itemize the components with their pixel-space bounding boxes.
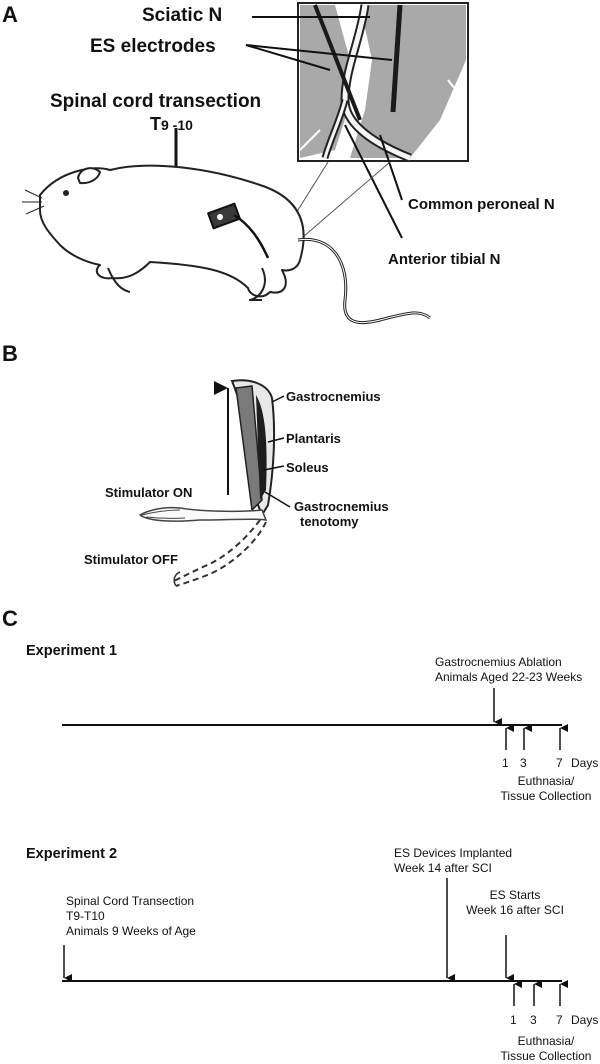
gastrocnemius-label: Gastrocnemius (286, 389, 381, 404)
nerve-inset (297, 2, 469, 163)
panel-c-graphics (62, 688, 568, 1006)
experiment-2-title: Experiment 2 (26, 846, 118, 862)
panel-a-letter: A (2, 2, 18, 27)
exp2-implant-note: ES Devices Implanted Week 14 after SCI (394, 846, 513, 875)
exp2-days-label: Days (571, 1013, 599, 1027)
exp2-transection-note: Spinal Cord Transection T9-T10 Animals 9… (66, 894, 196, 938)
panel-c-letter: C (2, 606, 18, 631)
exp1-tick-1: 1 (502, 756, 509, 770)
transection-level-label: T9 -10 (150, 114, 193, 134)
electrode-leader-2 (245, 44, 393, 61)
stimulator-on-label: Stimulator ON (105, 485, 193, 500)
es-electrodes-label: ES electrodes (90, 36, 216, 57)
tibial-leader (344, 124, 403, 239)
exp1-euthanasia-note: Euthnasia/ Tissue Collection (500, 774, 592, 803)
panel-a-graphics (22, 2, 469, 324)
exp2-tick-7: 7 (556, 1013, 563, 1027)
exp2-euthanasia-note: Euthnasia/ Tissue Collection (500, 1034, 592, 1063)
transection-label: Spinal cord transection (50, 91, 262, 112)
electrode-leader-1 (245, 44, 331, 71)
exp2-tick-3: 3 (530, 1013, 537, 1027)
rat-illustration (22, 164, 431, 324)
panel-b-letter: B (2, 341, 18, 366)
common-peroneal-label: Common peroneal N (408, 196, 555, 213)
experiment-1-title: Experiment 1 (26, 643, 118, 659)
muscle-illustration (138, 379, 276, 587)
peroneal-leader (379, 134, 403, 201)
exp1-days-label: Days (571, 756, 599, 770)
panel-b-graphics (138, 379, 291, 587)
exp1-tick-7: 7 (556, 756, 563, 770)
sciatic-nerve-label: Sciatic N (142, 5, 223, 26)
plantaris-label: Plantaris (286, 431, 341, 446)
gastrocnemius-tenotomy-label: Gastrocnemius tenotomy (294, 499, 389, 529)
anterior-tibial-label: Anterior tibial N (388, 251, 501, 268)
exp1-tick-3: 3 (520, 756, 527, 770)
exp1-ablation-note: Gastrocnemius Ablation Animals Aged 22-2… (435, 655, 583, 684)
exp2-es-start-note: ES Starts Week 16 after SCI (466, 888, 564, 917)
stimulator-off-label: Stimulator OFF (84, 552, 178, 567)
exp2-tick-1: 1 (510, 1013, 517, 1027)
soleus-label: Soleus (286, 460, 329, 475)
